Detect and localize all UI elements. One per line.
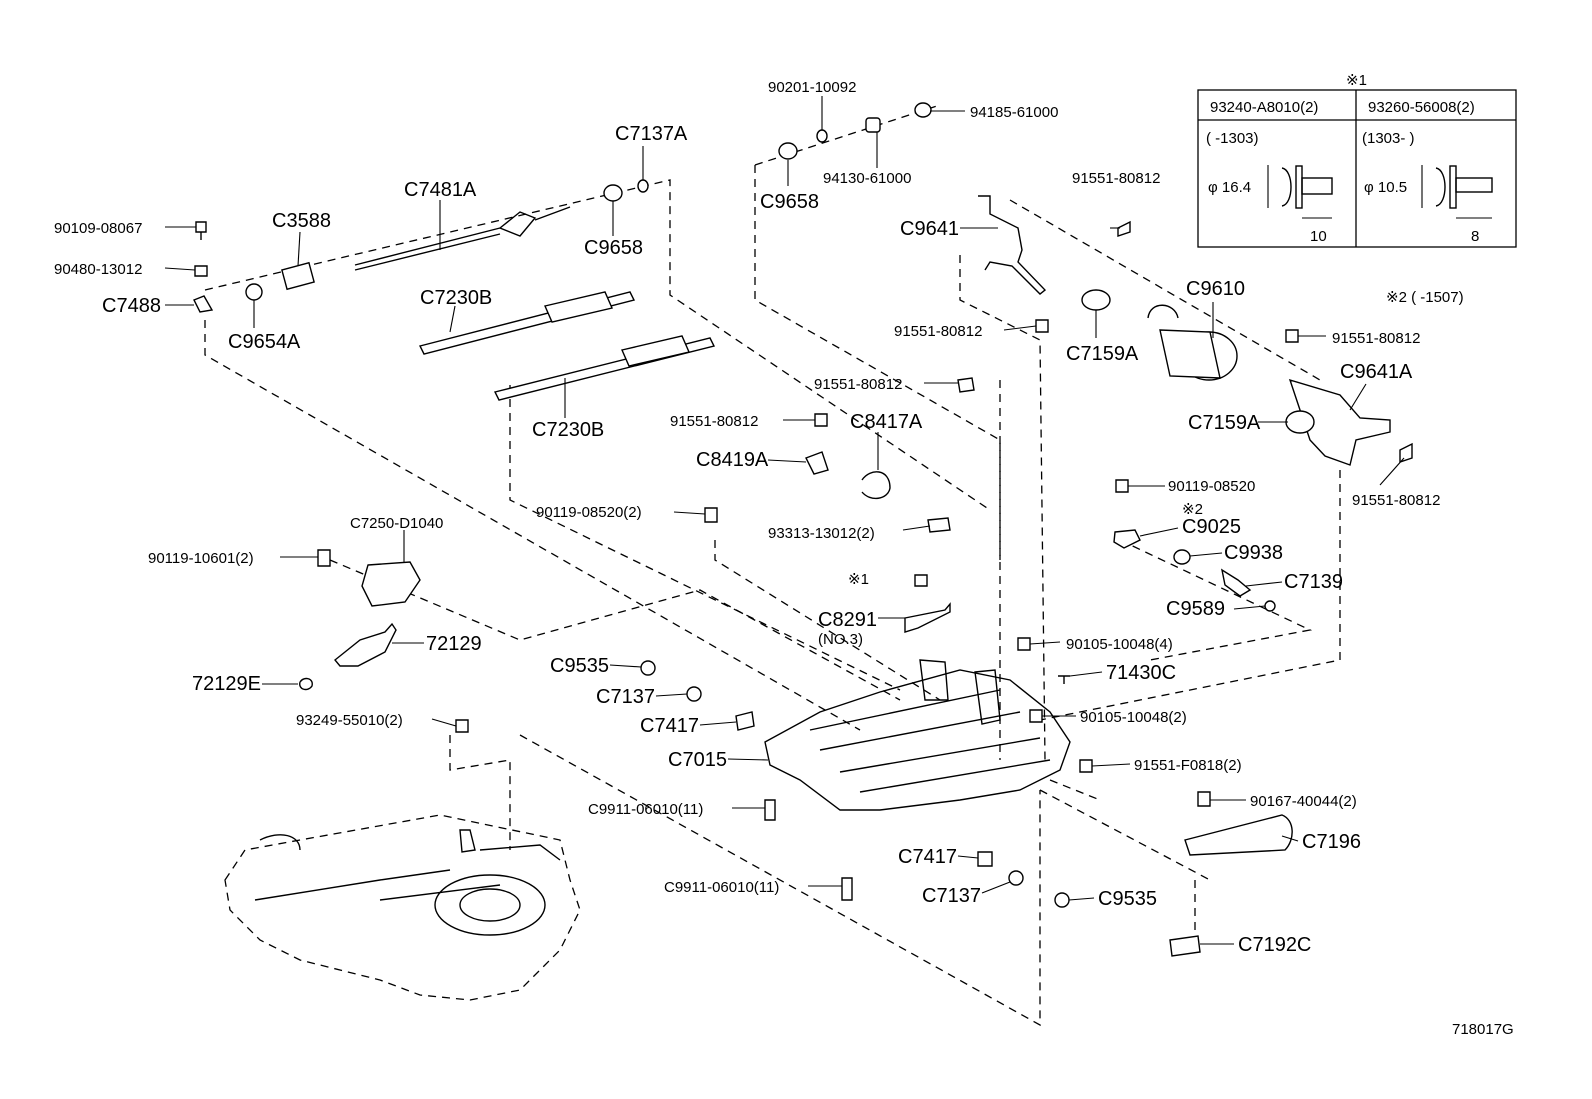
label-c9589: C9589 <box>1166 598 1225 620</box>
label-c8291-note: (NO.3) <box>818 631 863 648</box>
table-mark: ※1 <box>1346 72 1367 89</box>
label-c7230b-bottom: C7230B <box>532 419 604 441</box>
label-90480-13012: 90480-13012 <box>54 261 142 278</box>
table-col1-diameter: φ 16.4 <box>1208 179 1251 196</box>
label-c9641: C9641 <box>900 218 959 240</box>
label-90109-08067: 90109-08067 <box>54 220 142 237</box>
screw-sketch-2 <box>1421 165 1493 219</box>
label-90105-10048-4: 90105-10048(4) <box>1066 636 1173 653</box>
label-72129: 72129 <box>426 633 482 655</box>
label-90105-10048-2: 90105-10048(2) <box>1080 709 1187 726</box>
label-93249-55010-2: 93249-55010(2) <box>296 712 403 729</box>
label-90167-40044-2: 90167-40044(2) <box>1250 793 1357 810</box>
label-c7488: C7488 <box>102 295 161 317</box>
cover-parts <box>1169 791 1293 957</box>
label-c8291: C8291 <box>818 609 877 631</box>
label-c7196: C7196 <box>1302 831 1361 853</box>
spec-table <box>1197 89 1517 248</box>
label-c8419a: C8419A <box>696 449 769 471</box>
cable-drive-parts <box>193 102 932 313</box>
mark-2-c9025: ※2 <box>1182 501 1203 518</box>
label-c9658-mid: C9658 <box>584 237 643 259</box>
label-c9911-06010-a: C9911-06010(11) <box>588 801 703 818</box>
label-c9610: C9610 <box>1186 278 1245 300</box>
seat-frame <box>640 659 1071 908</box>
label-91551-80812-c: 91551-80812 <box>814 376 902 393</box>
label-91551-80812-b: 91551-80812 <box>894 323 982 340</box>
table-col2-length: 8 <box>1471 228 1479 245</box>
label-c9911-06010-b: C9911-06010(11) <box>664 879 779 896</box>
mark-1-c8291: ※1 <box>848 571 869 588</box>
label-90119-08520: 90119-08520 <box>1168 478 1255 495</box>
diagram-id: 718017G <box>1452 1021 1514 1038</box>
table-col2-diameter: φ 10.5 <box>1364 179 1407 196</box>
label-c9938: C9938 <box>1224 542 1283 564</box>
label-91551-f0818-2: 91551-F0818(2) <box>1134 757 1242 774</box>
label-c7159a-a: C7159A <box>1066 343 1139 365</box>
label-c9025: C9025 <box>1182 516 1241 538</box>
label-72129e: 72129E <box>192 673 261 695</box>
note-mark-2-range: ※2 ( -1507) <box>1386 289 1464 306</box>
left-parts <box>299 549 469 733</box>
label-c7159a-b: C7159A <box>1188 412 1261 434</box>
label-c7230b-top: C7230B <box>420 287 492 309</box>
label-93313-13012-2: 93313-13012(2) <box>768 525 875 542</box>
label-c7137a: C7137A <box>615 123 688 145</box>
label-71430c: 71430C <box>1106 662 1176 684</box>
table-col1-part: 93240-A8010(2) <box>1210 99 1318 116</box>
label-c7417-b: C7417 <box>898 846 957 868</box>
label-c9654a: C9654A <box>228 331 301 353</box>
label-c9535-b: C9535 <box>1098 888 1157 910</box>
label-91551-80812-a: 91551-80812 <box>1072 170 1160 187</box>
table-col1-length: 10 <box>1310 228 1327 245</box>
label-c7481a: C7481A <box>404 179 477 201</box>
label-c7137-a: C7137 <box>596 686 655 708</box>
label-c7139: C7139 <box>1284 571 1343 593</box>
label-90119-10601-2: 90119-10601(2) <box>148 550 254 567</box>
label-c7137-b: C7137 <box>922 885 981 907</box>
label-90201-10092: 90201-10092 <box>768 79 856 96</box>
label-c3588: C3588 <box>272 210 331 232</box>
label-91551-80812-f: 91551-80812 <box>670 413 758 430</box>
label-c9658-top: C9658 <box>760 191 819 213</box>
label-91551-80812-d: 91551-80812 <box>1332 330 1420 347</box>
label-c8417a: C8417A <box>850 411 923 433</box>
label-91551-80812-e: 91551-80812 <box>1352 492 1440 509</box>
part-labels: 90201-10092 94185-61000 94130-61000 C965… <box>54 79 1464 956</box>
label-c7192c: C7192C <box>1238 934 1311 956</box>
spec-table-text: ※1 93240-A8010(2) 93260-56008(2) ( -1303… <box>1206 72 1479 245</box>
seat-rails <box>418 291 716 401</box>
label-c9641a: C9641A <box>1340 361 1413 383</box>
screw-sketch-1 <box>1267 165 1333 219</box>
motor-assembly <box>978 195 1413 466</box>
label-c9535-a: C9535 <box>550 655 609 677</box>
table-col2-range: (1303- ) <box>1362 130 1415 147</box>
floor-wiring-sketch <box>224 814 581 1001</box>
label-c7015: C7015 <box>668 749 727 771</box>
label-94130-61000: 94130-61000 <box>823 170 911 187</box>
table-col2-part: 93260-56008(2) <box>1368 99 1475 116</box>
label-90119-08520-2: 90119-08520(2) <box>536 504 642 521</box>
label-c7250-d1040: C7250-D1040 <box>350 515 443 532</box>
leader-lines <box>164 96 1405 945</box>
label-94185-61000: 94185-61000 <box>970 104 1058 121</box>
label-c7417-a: C7417 <box>640 715 699 737</box>
table-col1-range: ( -1303) <box>1206 130 1259 147</box>
middle-parts <box>704 377 1276 773</box>
